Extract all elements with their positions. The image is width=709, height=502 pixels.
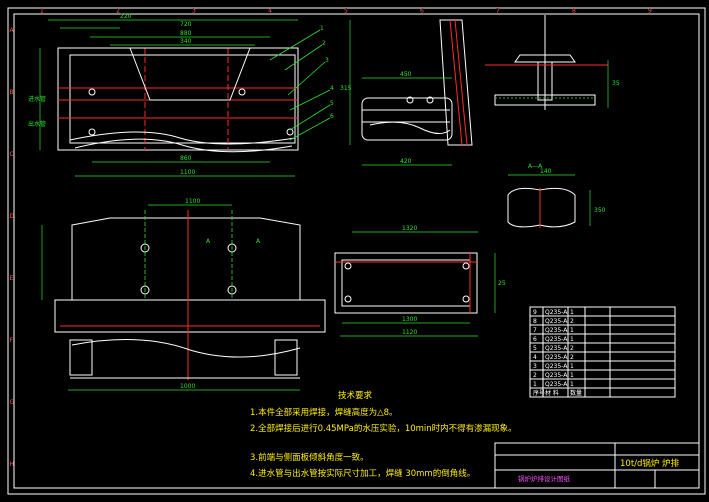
dim-frame-25: 25 [498, 280, 506, 287]
detail-view: 35 A—A 140 350 [485, 15, 620, 228]
parts-cell: 1 [570, 336, 574, 343]
border-col-3: 3 [192, 8, 196, 15]
technical-requirements: 技术要求 1.本件全部采用焊接，焊缝高度为△8。 2.全部焊接后进行0.45MP… [250, 390, 517, 479]
frame-view: 1320 1300 1120 25 [334, 225, 506, 337]
parts-cell: Q235-A [545, 345, 568, 352]
parts-cell: 2 [533, 372, 537, 379]
parts-cell: 1 [570, 363, 574, 370]
dim-plan-1100: 1100 [185, 198, 200, 205]
plan-view: A A 1100 1000 [41, 198, 326, 391]
parts-cell: 1 [570, 381, 574, 388]
label-outlet: 出水管 [28, 120, 46, 128]
border-row-C: C [10, 151, 14, 158]
dim-front-220: 220 [120, 13, 132, 20]
inner-frame [13, 13, 700, 489]
parts-cell: 6 [533, 336, 537, 343]
dim-side-420: 420 [400, 158, 412, 165]
section-mark-a-right: A [256, 238, 261, 245]
side-view: 450 420 315 [340, 19, 473, 166]
parts-cell: 5 [533, 345, 537, 352]
dim-detail-350: 350 [594, 207, 606, 214]
dim-front-880: 880 [180, 30, 192, 37]
parts-cell: Q235-A [545, 354, 568, 361]
callout-4: 4 [330, 85, 334, 92]
parts-cell: 数量 [570, 389, 582, 397]
border-col-4: 4 [268, 8, 272, 15]
parts-cell: 2 [570, 318, 574, 325]
callout-2: 2 [322, 40, 326, 47]
section-label: A—A [528, 163, 543, 170]
tech-title: 技术要求 [338, 390, 373, 401]
section-mark-a-left: A [206, 238, 211, 245]
border-col-2: 2 [116, 8, 120, 15]
parts-cell: 1 [570, 309, 574, 316]
tech-line-1: 1.本件全部采用焊接，焊缝高度为△8。 [250, 407, 398, 418]
tech-line-3: 3.前端与侧面板倾斜角度一致。 [250, 452, 369, 463]
border-row-E: E [10, 275, 14, 282]
front-view: 220 720 880 340 860 1100 进水管 出水管 1 2 3 4… [28, 13, 334, 177]
parts-cell: 8 [533, 318, 537, 325]
dim-frame-1120: 1120 [402, 329, 417, 336]
parts-cell: 3 [533, 363, 537, 370]
dim-frame-1320: 1320 [402, 225, 417, 232]
parts-cell: Q235-A [545, 327, 568, 334]
parts-cell: 2 [570, 354, 574, 361]
dim-detail-35: 35 [612, 80, 620, 87]
border-row-G: G [10, 399, 15, 406]
border-row-letters: A B C D E F G H [10, 27, 15, 468]
callout-6: 6 [330, 113, 334, 120]
drawing-frame [7, 7, 706, 495]
border-col-5: 5 [344, 8, 348, 15]
dim-frame-1300: 1300 [402, 316, 417, 323]
dim-front-1100: 1100 [180, 169, 195, 176]
border-row-H: H [10, 461, 15, 468]
border-col-9: 9 [648, 8, 652, 15]
dim-front-860: 860 [180, 155, 192, 162]
dim-plan-1000: 1000 [180, 383, 195, 390]
parts-cell: 2 [570, 345, 574, 352]
parts-cell: Q235-A [545, 309, 568, 316]
border-row-D: D [10, 213, 15, 220]
parts-cell: Q235-A [545, 381, 568, 388]
dim-side-315: 315 [340, 85, 352, 92]
parts-cell: Q235-A [545, 363, 568, 370]
dim-side-450: 450 [400, 71, 412, 78]
tech-line-4: 4.进水管与出水管按实际尺寸加工，焊缝 30mm的倒角线。 [250, 468, 475, 479]
border-row-F: F [10, 337, 14, 344]
parts-cell: 9 [533, 309, 537, 316]
title-block: 锅炉炉排设计图纸 10t/d锅炉 炉排 [494, 442, 700, 489]
parts-cell: 1 [570, 372, 574, 379]
callout-5: 5 [330, 100, 334, 107]
parts-cell: Q235-A [545, 372, 568, 379]
parts-cell: 1 [533, 381, 537, 388]
border-row-B: B [10, 89, 14, 96]
parts-cell: 4 [533, 354, 537, 361]
callout-1: 1 [320, 25, 324, 32]
border-row-A: A [10, 27, 15, 34]
dim-front-340: 340 [180, 38, 192, 45]
border-col-8: 8 [572, 8, 576, 15]
border-col-6: 6 [420, 8, 424, 15]
dim-detail-140: 140 [540, 168, 552, 175]
border-column-numbers: 1 2 3 4 5 6 7 8 9 [40, 8, 652, 15]
tech-line-2: 2.全部焊接后进行0.45MPa的水压实验，10min时内不得有渗漏现象。 [250, 423, 517, 434]
callout-3: 3 [325, 57, 329, 64]
border-col-7: 7 [496, 8, 500, 15]
parts-cell: Q235-A [545, 318, 568, 325]
parts-cell: Q235-A [545, 336, 568, 343]
parts-cell: 1 [570, 327, 574, 334]
title-block-note: 锅炉炉排设计图纸 [518, 474, 571, 483]
parts-cell: 序号 [533, 389, 545, 397]
dim-front-720: 720 [180, 21, 192, 28]
title-block-name: 10t/d锅炉 炉排 [620, 458, 680, 469]
parts-cell: 7 [533, 327, 537, 334]
border-col-1: 1 [40, 8, 44, 15]
parts-cell: 材 料 [545, 389, 559, 397]
label-inlet: 进水管 [28, 95, 46, 103]
